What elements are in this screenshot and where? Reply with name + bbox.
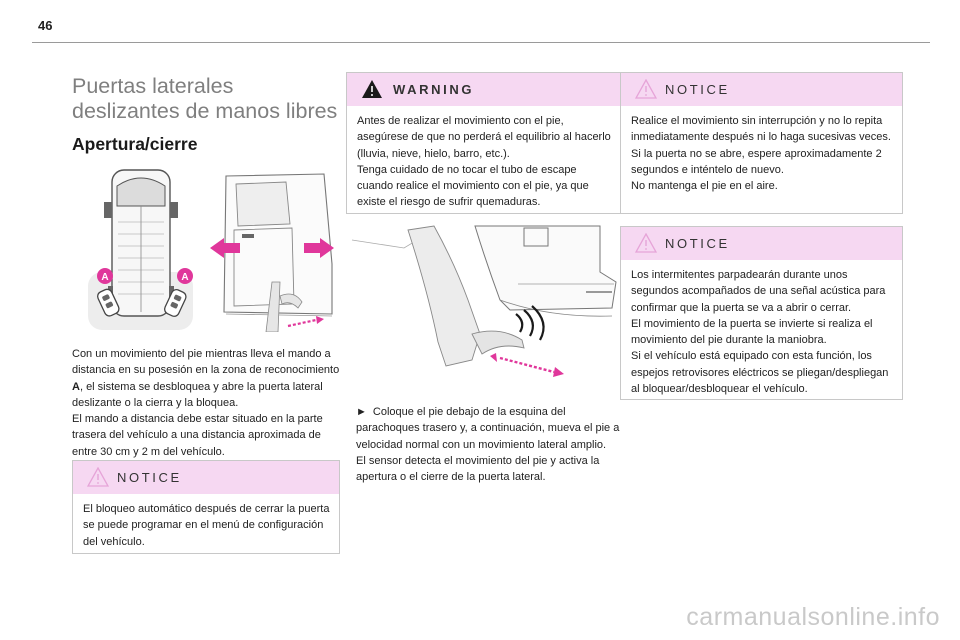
bullet-arrow-icon: ► bbox=[356, 406, 367, 418]
warning-text-1: Antes de realizar el movimiento con el p… bbox=[357, 115, 611, 160]
notice-body: Los intermitentes parpadearán durante un… bbox=[621, 260, 902, 405]
van-top-view-illustration: A A bbox=[88, 169, 193, 330]
warning-triangle-icon bbox=[362, 80, 382, 98]
zone-a-left-marker bbox=[97, 268, 113, 284]
warning-body: Antes de realizar el movimiento con el p… bbox=[347, 106, 621, 219]
subtitle: Apertura/cierre bbox=[72, 134, 198, 154]
section-title: Puertas laterales deslizantes de manos l… bbox=[72, 74, 338, 123]
warning-box: WARNING Antes de realizar el movimiento … bbox=[346, 72, 622, 214]
instruction-1: ►Coloque el pie debajo de la esquina del… bbox=[356, 406, 620, 451]
leg-silhouette bbox=[265, 281, 281, 332]
foot-motion-arrow-icon bbox=[287, 316, 324, 328]
watermark: carmanualsonline.info bbox=[686, 603, 940, 631]
notice-text-1: Realice el movimiento sin interrupción y… bbox=[631, 115, 891, 144]
tail-light bbox=[523, 227, 549, 247]
zone-a-right-marker bbox=[177, 268, 193, 284]
notice-text-3: No mantenga el pie en el aire. bbox=[631, 180, 778, 193]
shoe bbox=[471, 330, 525, 355]
notice-heading: NOTICE bbox=[665, 236, 730, 251]
intro-paragraph-1: Con un movimiento del pie mientras lleva… bbox=[72, 348, 340, 409]
notice-text-2: Si la puerta no se abre, espere aproxima… bbox=[631, 147, 882, 176]
notice-body: Realice el movimiento sin interrupción y… bbox=[621, 106, 902, 202]
notice-header: NOTICE bbox=[621, 73, 902, 106]
kick-motion-arrow-icon bbox=[490, 353, 564, 377]
warning-heading: WARNING bbox=[393, 82, 475, 97]
notice-header: NOTICE bbox=[73, 461, 339, 494]
intro-paragraph-2: El mando a distancia debe estar situado … bbox=[72, 413, 323, 458]
foot-under-bumper-illustration bbox=[351, 225, 617, 377]
slide-left-arrow-icon bbox=[210, 238, 240, 258]
sliding-door-illustration bbox=[210, 173, 334, 332]
notice-text-2: El movimiento de la puerta se invierte s… bbox=[631, 317, 873, 347]
key-fob-left-icon bbox=[96, 288, 120, 317]
slide-right-arrow-icon bbox=[304, 238, 334, 258]
notice-box-right-2: NOTICE Los intermitentes parpadearán dur… bbox=[620, 226, 903, 400]
leg-silhouette bbox=[407, 225, 481, 367]
rear-bumper bbox=[474, 225, 617, 311]
zone-reference: A bbox=[72, 380, 80, 393]
notice-heading: NOTICE bbox=[117, 470, 182, 485]
page-number: 46 bbox=[38, 18, 53, 33]
intro-text: Con un movimiento del pie mientras lleva… bbox=[72, 346, 340, 460]
notice-text: El bloqueo automático después de cerrar … bbox=[83, 503, 330, 548]
notice-box-left: NOTICE El bloqueo automático después de … bbox=[72, 460, 340, 554]
notice-text-3: Si el vehículo está equipado con esta fu… bbox=[631, 350, 889, 396]
notice-warning-triangle-icon bbox=[87, 467, 109, 487]
warning-text-2: Tenga cuidado de no tocar el tubo de esc… bbox=[357, 163, 589, 209]
header-divider bbox=[32, 42, 930, 43]
sensor-waves-icon bbox=[515, 305, 545, 341]
van-windshield bbox=[116, 177, 166, 207]
notice-body: El bloqueo automático después de cerrar … bbox=[73, 494, 339, 558]
notice-heading: NOTICE bbox=[665, 82, 730, 97]
zone-a-right-label: A bbox=[181, 272, 188, 283]
notice-header: NOTICE bbox=[621, 227, 902, 260]
notice-text-1: Los intermitentes parpadearán durante un… bbox=[631, 269, 886, 314]
door-handle bbox=[242, 234, 254, 238]
notice-box-right-1: NOTICE Realice el movimiento sin interru… bbox=[620, 72, 903, 214]
key-fob-right-icon bbox=[164, 288, 187, 317]
door-window bbox=[235, 181, 291, 227]
notice-warning-triangle-icon bbox=[635, 233, 657, 253]
zone-a-left-label: A bbox=[101, 272, 108, 283]
notice-warning-triangle-icon bbox=[635, 79, 657, 99]
instructions-text: ►Coloque el pie debajo de la esquina del… bbox=[356, 404, 620, 485]
warning-header: WARNING bbox=[347, 73, 621, 106]
instruction-2: El sensor detecta el movimiento del pie … bbox=[356, 454, 600, 484]
